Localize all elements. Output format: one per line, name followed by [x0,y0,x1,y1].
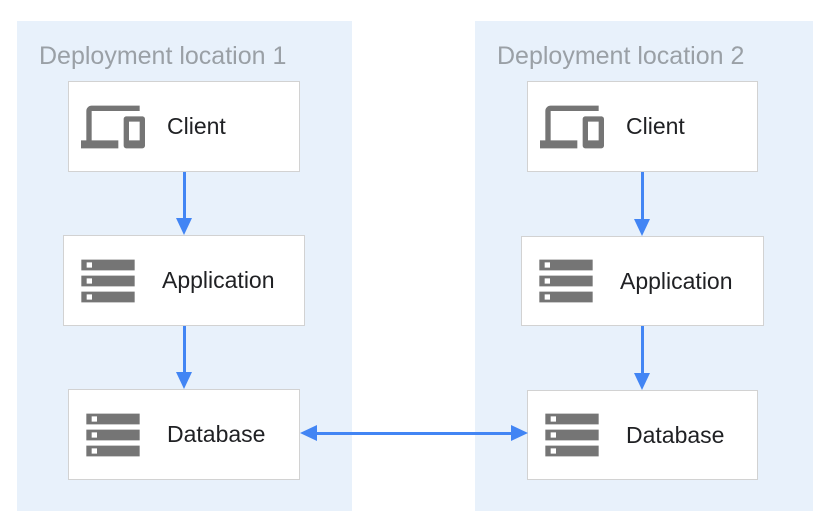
arrow-stem [640,172,644,220]
arrow-client1-to-application1 [176,172,192,235]
devices-icon [81,95,145,159]
client-node-1: Client [68,81,300,172]
arrow-right-head [511,425,528,441]
storage-icon [81,403,145,467]
node-label: Database [626,421,725,448]
arrow-stem [182,326,186,373]
arrow-down-head [176,372,192,389]
arrow-down-head [634,373,650,390]
arrow-stem [182,172,186,219]
storage-icon [76,249,140,313]
panel-title: Deployment location 1 [39,42,287,70]
arrow-stem [640,326,644,374]
database-node-2: Database [527,390,758,480]
arrow-down-head [176,218,192,235]
database-node-1: Database [68,389,300,480]
node-label: Client [626,113,685,139]
arrow-client2-to-application2 [634,172,650,236]
arrow-left-head [300,425,317,441]
node-label: Client [167,113,226,139]
arrow-down-head [634,219,650,236]
storage-icon [534,249,598,313]
application-node-1: Application [63,235,305,326]
arrow-database1-database2-bidirectional [300,425,528,441]
arrow-stem [315,431,513,435]
storage-icon [540,403,604,467]
devices-icon [540,95,604,159]
arrow-application2-to-database2 [634,326,650,390]
node-label: Application [620,267,733,294]
panel-title: Deployment location 2 [497,42,745,70]
node-label: Database [167,421,266,447]
client-node-2: Client [527,81,758,172]
arrow-application1-to-database1 [176,326,192,389]
application-node-2: Application [521,236,764,326]
node-label: Application [162,267,275,293]
